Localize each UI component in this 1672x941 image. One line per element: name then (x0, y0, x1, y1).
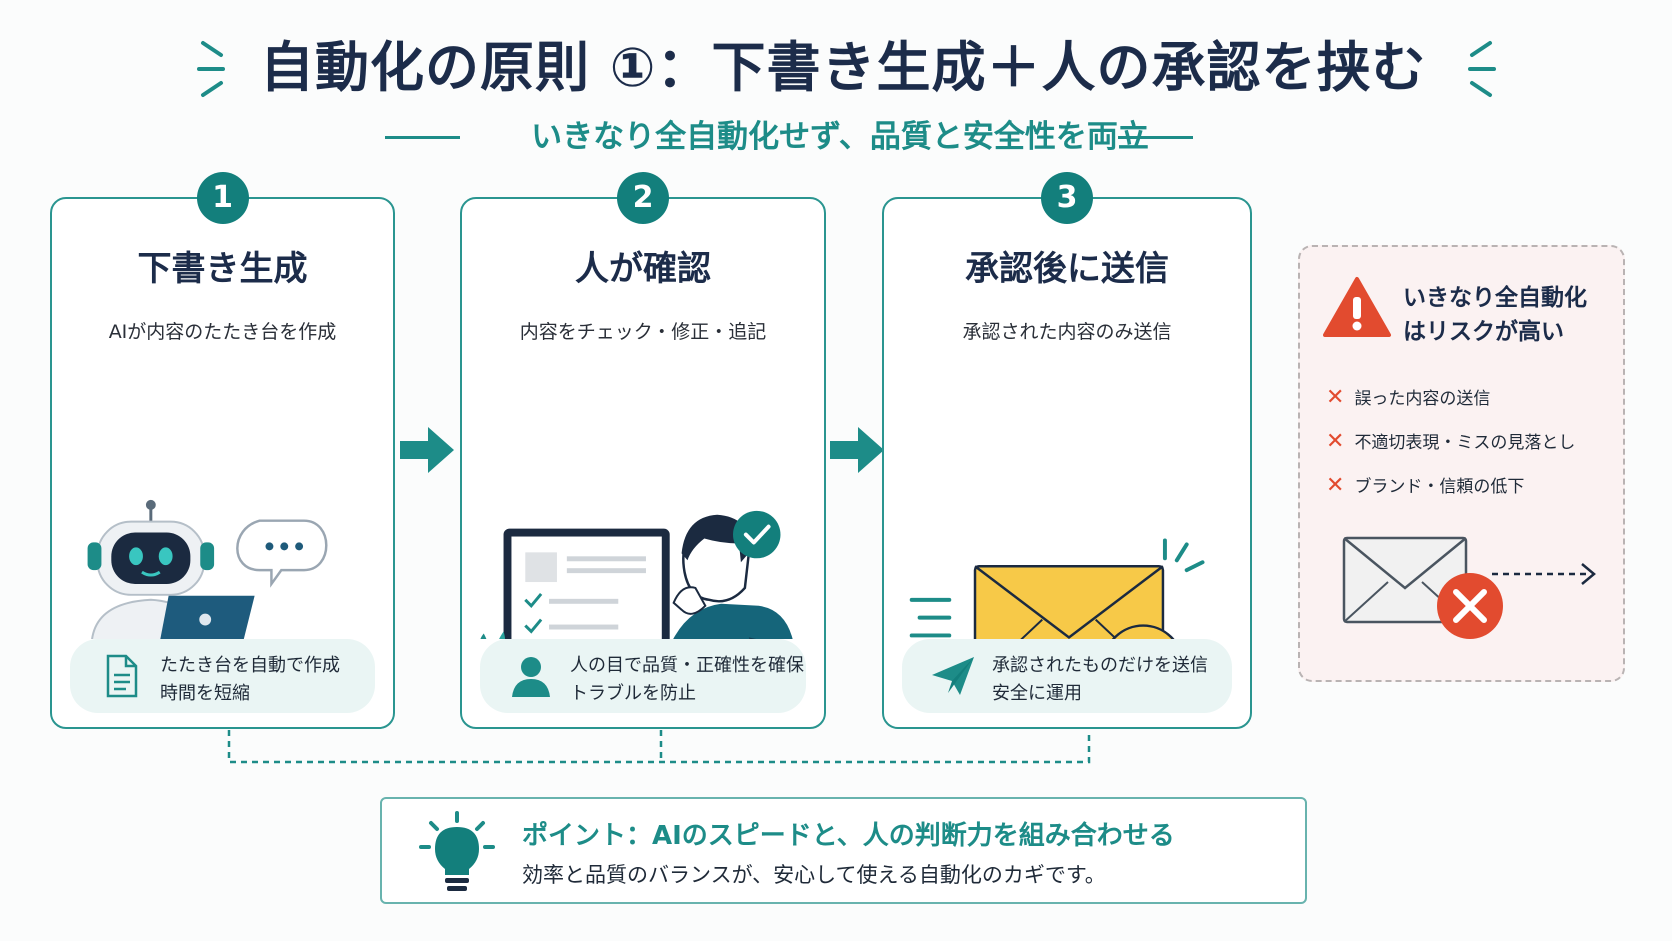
step-benefit-box: 承認されたものだけを送信 安全に運用 (902, 639, 1232, 713)
benefit-line-1: 承認されたものだけを送信 (992, 655, 1208, 676)
person-reviewing-illustration (480, 510, 793, 639)
page-subtitle: いきなり全自動化せず、品質と安全性を両立 (531, 119, 1149, 155)
step-description: AIが内容のたたき台を作成 (108, 321, 337, 343)
envelope-icon (973, 564, 1165, 639)
step-card-3: 3 承認後に送信 承認された内容のみ送信 (882, 172, 1252, 729)
cross-icon: ✕ (1326, 473, 1345, 498)
lightbulb-icon (419, 811, 495, 891)
key-point-box: ポイント：AIのスピードと、人の判断力を組み合わせる 効率と品質のバランスが、安… (380, 797, 1307, 904)
step-connector-lines (227, 730, 1091, 764)
step-benefit-box: たたき台を自動で作成 時間を短縮 (70, 639, 375, 713)
check-circle-icon (1111, 624, 1175, 639)
step-description: 内容をチェック・修正・追記 (519, 321, 767, 343)
subtitle-line-left (385, 136, 460, 139)
title-area: 自動化の原則 ①：下書き生成＋人の承認を挟む (0, 28, 1672, 108)
error-circle-icon (1437, 573, 1503, 639)
step-card-2: 2 人が確認 内容をチェック・修正・追記 (460, 172, 826, 729)
benefit-line-2: トラブルを防止 (570, 683, 696, 704)
monitor-icon (503, 528, 670, 639)
title-accent-left (197, 41, 225, 97)
risk-item: ✕ブランド・信頼の低下 (1326, 473, 1525, 498)
benefit-line-1: 人の目で品質・正確性を確保 (570, 655, 804, 676)
motion-lines-icon (909, 597, 952, 638)
robot-laptop-illustration (87, 499, 328, 639)
page-title: 自動化の原則 ①：下書き生成＋人の承認を挟む (260, 36, 1427, 99)
risk-title-line-2: はリスクが高い (1403, 319, 1564, 345)
step-benefit-box: 人の目で品質・正確性を確保 トラブルを防止 (480, 639, 806, 713)
flow-arrow-icon (830, 427, 884, 473)
envelope-icon (1342, 536, 1468, 624)
arrow-head-icon (1581, 563, 1596, 585)
risk-item: ✕誤った内容の送信 (1326, 385, 1491, 410)
document-icon (106, 654, 138, 698)
step-card-1: 1 下書き生成 AIが内容のたたき台を作成 (50, 172, 395, 729)
step-number: 3 (1041, 172, 1093, 224)
risk-item: ✕不適切表現・ミスの見落とし (1326, 429, 1576, 454)
speech-bubble-icon (236, 519, 328, 588)
plant-icon (480, 631, 505, 639)
step-description: 承認された内容のみ送信 (962, 321, 1172, 343)
send-mail-illustration (909, 538, 1205, 639)
point-text: 効率と品質のバランスが、安心して使える自動化のカギです。 (522, 863, 1106, 887)
paper-plane-icon (932, 657, 974, 695)
step-number: 2 (617, 172, 669, 224)
title-accent-right (1468, 41, 1496, 97)
benefit-line-2: 時間を短縮 (160, 683, 250, 704)
benefit-line-2: 安全に運用 (992, 683, 1082, 704)
risk-title-line-1: いきなり全自動化 (1403, 285, 1587, 311)
step-title: 承認後に送信 (965, 249, 1169, 289)
robot-icon (87, 499, 215, 639)
cross-icon: ✕ (1326, 429, 1345, 454)
check-badge-icon (733, 510, 781, 559)
step-title: 下書き生成 (137, 249, 308, 289)
point-title: ポイント：AIのスピードと、人の判断力を組み合わせる (522, 821, 1175, 851)
benefit-line-1: たたき台を自動で作成 (160, 655, 340, 676)
risk-panel: いきなり全自動化 はリスクが高い ✕誤った内容の送信 ✕不適切表現・ミスの見落と… (1298, 245, 1625, 682)
step-title: 人が確認 (575, 249, 711, 289)
rejected-mail-illustration (1342, 536, 1596, 639)
laptop-icon (160, 595, 255, 639)
step-number: 1 (196, 172, 249, 224)
sparkle-icon (1162, 538, 1205, 573)
subtitle-area: いきなり全自動化せず、品質と安全性を両立 (0, 112, 1672, 162)
person-icon (512, 657, 550, 697)
cross-icon: ✕ (1326, 385, 1345, 410)
subtitle-line-right (1118, 136, 1193, 139)
flow-arrow-icon (400, 427, 454, 473)
warning-icon (1323, 277, 1391, 337)
